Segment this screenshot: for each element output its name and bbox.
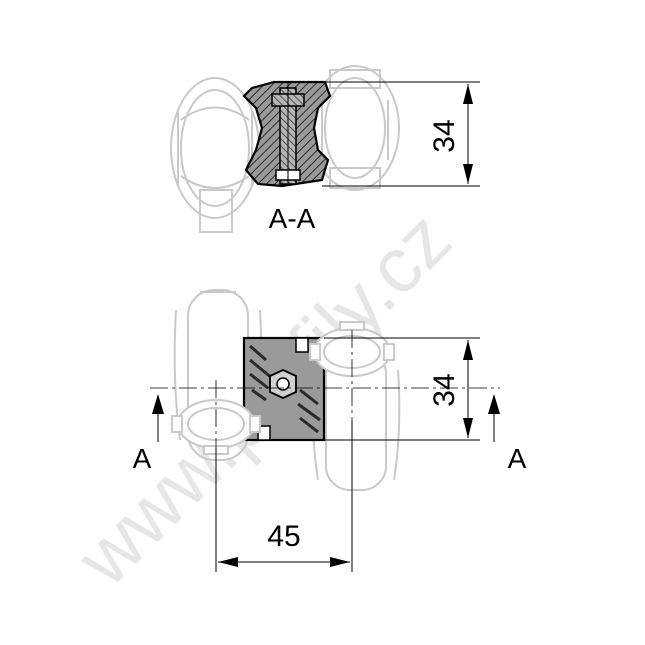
bottom-height-dimension: 34: [428, 373, 461, 406]
section-mark-left-label: A: [133, 443, 152, 474]
top-height-dimension: 34: [428, 119, 461, 152]
section-marker-left: A: [133, 394, 164, 474]
clamp-cross-section: [242, 80, 332, 188]
section-marker-right: A: [488, 394, 527, 474]
ghost-tube-left: [170, 77, 260, 233]
top-section-view: 34 A-A: [170, 65, 480, 234]
section-label: A-A: [269, 203, 316, 234]
section-mark-right-label: A: [508, 443, 527, 474]
bottom-front-view: 34 45 A A: [133, 289, 527, 572]
width-dimension: 45: [267, 520, 300, 553]
